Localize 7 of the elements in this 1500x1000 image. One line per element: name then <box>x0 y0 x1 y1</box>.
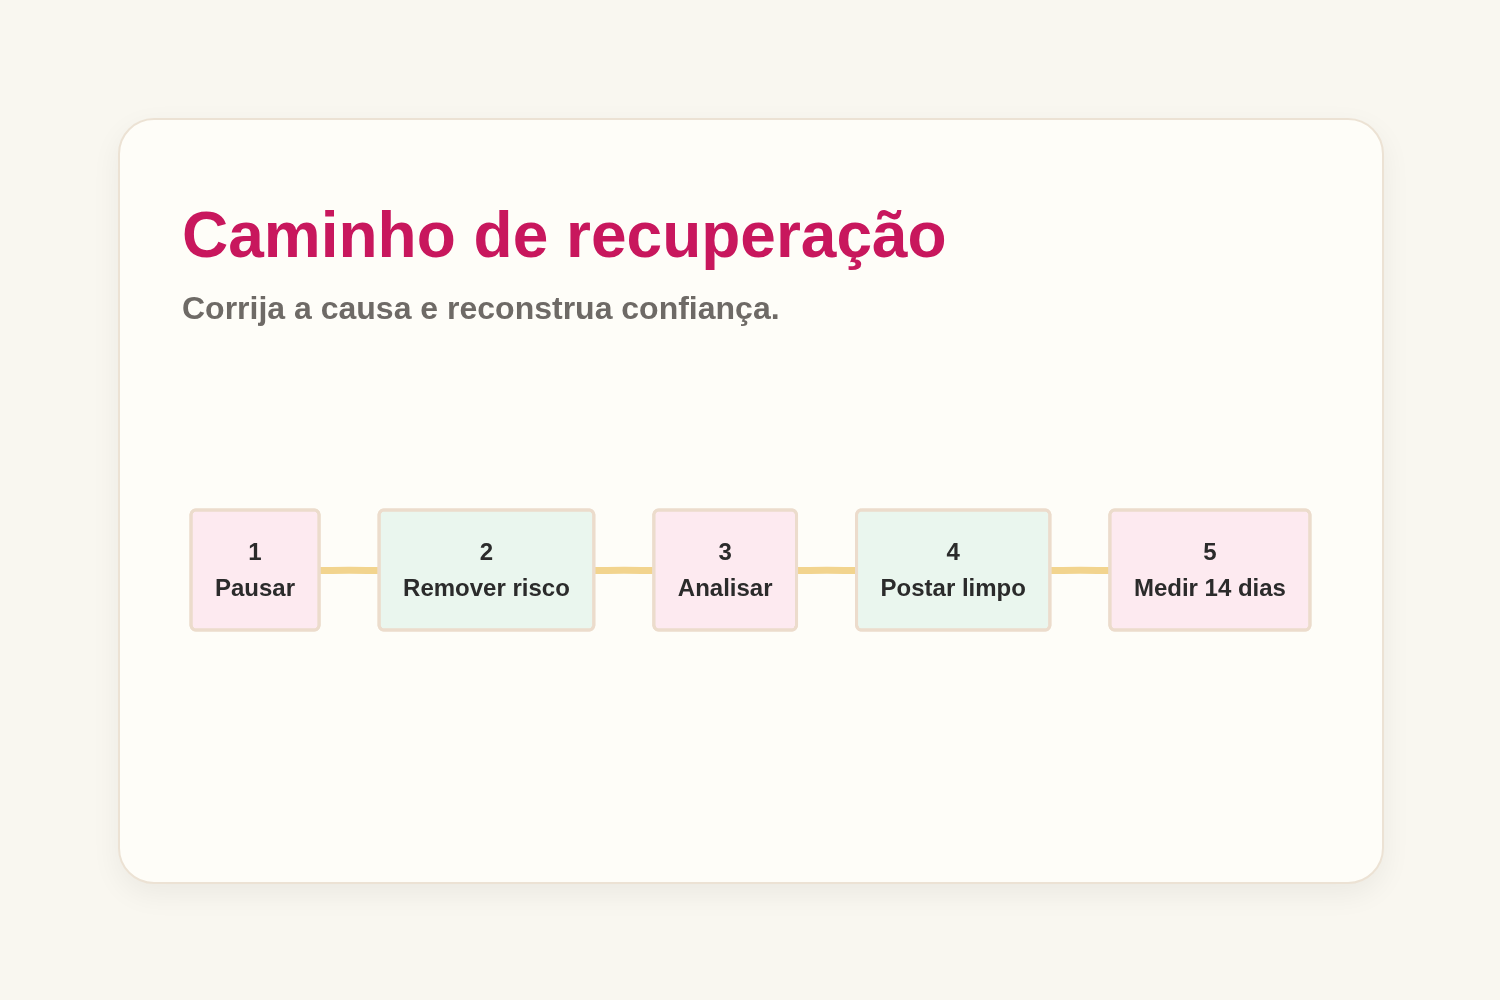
title: Caminho de recuperação <box>182 198 947 272</box>
connector <box>1049 566 1110 574</box>
connector <box>319 566 380 574</box>
subtitle: Corrija a causa e reconstrua confiança. <box>182 290 780 327</box>
connector <box>796 566 857 574</box>
card-background: Caminho de recuperação Corrija a causa e reconstrua confiança. 1 Pausar 2 Remover risco 3 Analisar 4 Postar limpo 5 Medir 14 dias <box>118 118 1384 884</box>
connector <box>593 566 654 574</box>
